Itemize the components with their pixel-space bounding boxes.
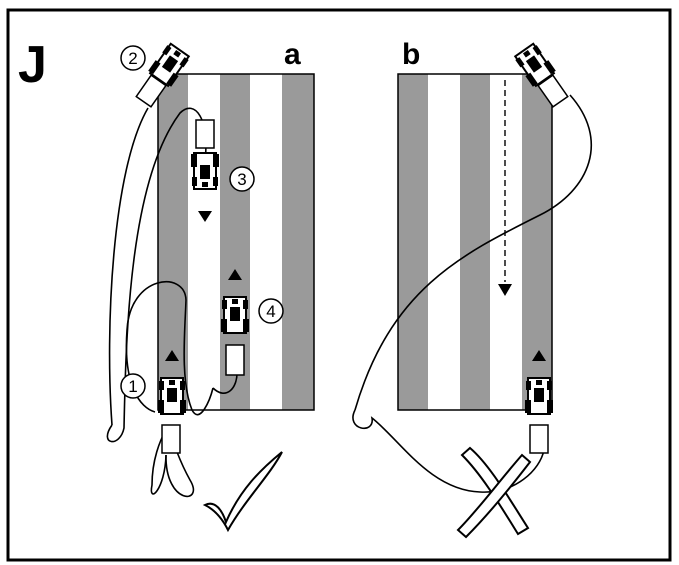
tractor-with-implement-icon	[190, 152, 220, 190]
tractor-step-1: 1	[120, 350, 187, 454]
path-segment	[125, 281, 214, 416]
panel-a-label: a	[284, 38, 301, 71]
cross-stroke	[456, 453, 532, 539]
step-number: 1	[128, 377, 137, 396]
step-marker	[258, 298, 284, 324]
cross-icon	[456, 446, 532, 539]
path-segment	[150, 429, 167, 495]
strip	[282, 74, 314, 410]
path-segment	[352, 409, 545, 493]
implement	[225, 344, 245, 376]
triangle-arrow-icon	[532, 350, 546, 361]
strip	[428, 74, 460, 410]
step-number: 2	[128, 49, 137, 68]
implement	[195, 119, 215, 149]
step-marker	[120, 373, 146, 399]
path-segment	[106, 107, 207, 443]
tractor-with-implement-icon	[157, 377, 187, 415]
step-marker	[120, 45, 146, 71]
path-segment	[108, 107, 149, 426]
triangle-arrow-icon	[498, 284, 512, 296]
field-outline	[397, 73, 553, 411]
strip	[250, 74, 282, 410]
strip	[490, 74, 522, 410]
strip	[398, 74, 428, 410]
implement	[537, 74, 569, 108]
path-lines-b	[352, 94, 593, 493]
step-number: 3	[237, 170, 246, 189]
panel-a: a 1	[106, 38, 315, 533]
figure-label: J	[18, 36, 47, 94]
tractor-step-4: 4	[220, 269, 284, 376]
path-segment	[354, 94, 593, 411]
strip	[460, 74, 490, 410]
field-strips-b	[397, 73, 553, 411]
field-outline	[157, 73, 315, 411]
checkmark-icon	[202, 451, 283, 533]
implement	[529, 424, 549, 454]
triangle-arrow-icon	[165, 350, 179, 361]
figure-frame	[6, 8, 672, 562]
tractor-with-implement-icon	[524, 377, 554, 415]
tractor-with-implement-icon	[220, 296, 250, 334]
panel-b-label: b	[402, 38, 420, 71]
tractor-step-2: 2	[120, 41, 193, 108]
tractor-bottom-b	[524, 350, 554, 454]
panel-b: b	[352, 38, 593, 539]
tractor-top-b	[511, 41, 569, 108]
step-number: 4	[266, 302, 275, 321]
field-strips-a	[157, 73, 315, 411]
triangle-arrow-icon	[228, 269, 242, 280]
step-marker	[229, 166, 255, 192]
tractor-step-3: 3	[190, 119, 255, 222]
triangle-arrow-icon	[198, 211, 212, 222]
implement	[161, 424, 181, 454]
path-lines-a	[106, 107, 238, 498]
